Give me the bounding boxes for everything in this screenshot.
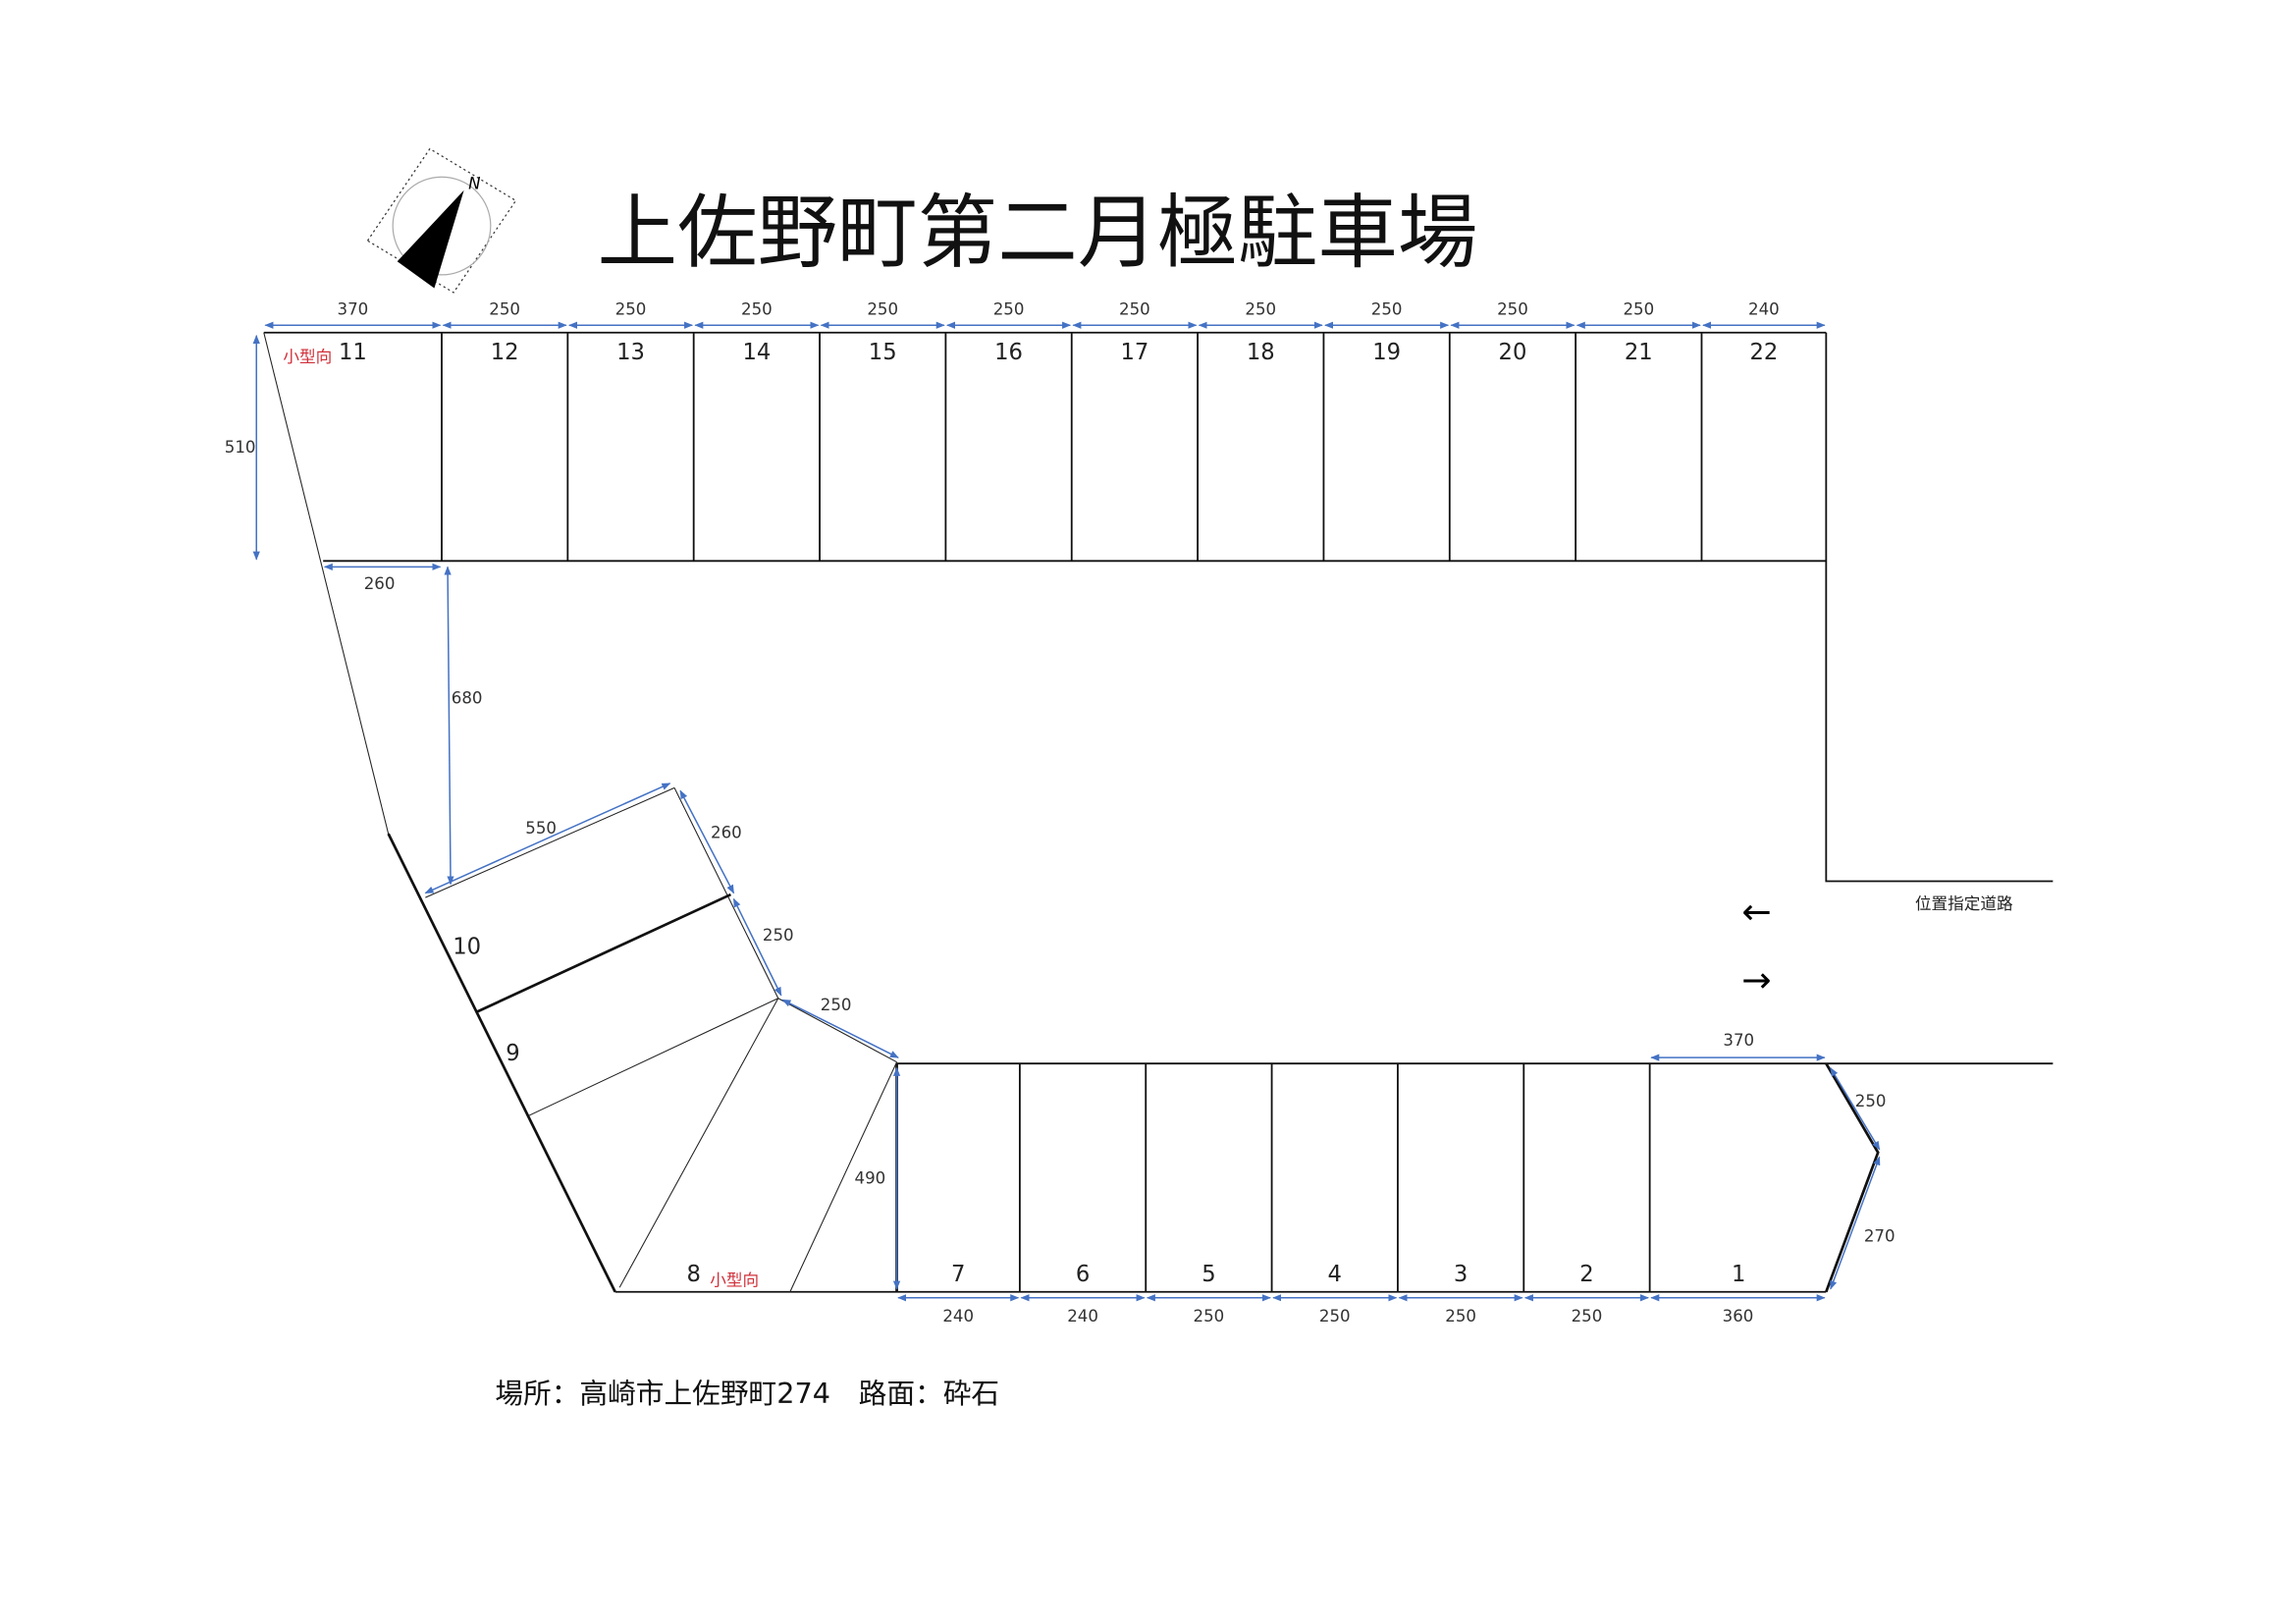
dimension-label: 250 [763,926,794,945]
dimension-arrow [732,897,782,997]
space-number-1: 1 [1732,1262,1745,1287]
small-car-note-8: 小型向 [710,1271,759,1290]
arrow-right-icon: → [1741,959,1771,1001]
space-number-17: 17 [1121,340,1149,365]
dimension-arrow [444,566,454,886]
dimension-label: 240 [1748,300,1780,319]
dimension-label: 550 [525,819,557,838]
dimension-label: 250 [821,996,852,1014]
space-number-10: 10 [453,934,481,959]
north-compass-icon: N [366,147,517,294]
dimension-label: 260 [711,824,742,842]
dimension-label: 510 [225,438,256,457]
space-number-8: 8 [686,1262,700,1287]
space-number-16: 16 [994,340,1023,365]
space-number-5: 5 [1201,1262,1215,1287]
dimension-label: 360 [1723,1307,1754,1325]
dimension-label: 250 [741,300,773,319]
dimension-arrow [1830,1066,1881,1151]
space-number-6: 6 [1076,1262,1090,1287]
dimension-label: 260 [364,574,396,593]
dimension-label: 250 [1497,300,1528,319]
dimension-label: 250 [1119,300,1150,319]
dimension-label: 680 [452,688,483,707]
space-labels: 370 250 250 250 250 250 250 250 250 250 250 240 240 2… [225,300,1896,1325]
dimension-label: 270 [1864,1226,1896,1245]
space-number-22: 22 [1750,340,1779,365]
space-number-11: 11 [339,340,367,365]
dimension-label: 250 [1371,300,1403,319]
dimension-label: 370 [338,300,369,319]
space-number-20: 20 [1499,340,1527,365]
dimension-label: 240 [942,1307,974,1325]
space-number-12: 12 [491,340,519,365]
space-number-19: 19 [1372,340,1401,365]
dimension-label: 490 [855,1169,886,1188]
space-number-18: 18 [1247,340,1275,365]
dimension-label: 250 [489,300,520,319]
dimension-label: 250 [867,300,898,319]
dimension-label: 240 [1067,1307,1098,1325]
dimension-arrow [1830,1156,1881,1290]
page-title: 上佐野町第二月極駐車場 [598,187,1478,280]
dimension-arrow [781,999,899,1058]
space-number-15: 15 [869,340,897,365]
space-number-9: 9 [506,1041,519,1066]
footer-info: 場所：高崎市上佐野町274 路面：砕石 [495,1377,999,1410]
road-label: 位置指定道路 [1915,894,2013,913]
dimension-label: 370 [1723,1031,1754,1050]
space-number-14: 14 [742,340,771,365]
dimension-label: 250 [1623,300,1654,319]
space-number-7: 7 [951,1262,965,1287]
compass-north-label: N [468,174,480,192]
space-number-3: 3 [1454,1262,1468,1287]
dimension-label: 250 [615,300,647,319]
arrow-left-icon: ← [1741,891,1771,933]
dimension-label: 250 [1319,1307,1351,1325]
dimension-arrow [679,789,735,894]
dimension-label: 250 [1194,1307,1225,1325]
dimension-label: 250 [1245,300,1276,319]
dimension-label: 250 [1572,1307,1603,1325]
dimension-label: 250 [1855,1092,1887,1110]
small-car-note-11: 小型向 [283,348,332,366]
dimension-label: 250 [1445,1307,1476,1325]
dimension-lines [252,321,1881,1302]
dimension-arrow [424,783,671,894]
dimension-label: 250 [993,300,1025,319]
space-number-4: 4 [1328,1262,1342,1287]
space-number-2: 2 [1579,1262,1593,1287]
space-number-21: 21 [1625,340,1653,365]
lot-outline [263,331,2054,1293]
space-dividers [441,332,1703,1292]
space-number-13: 13 [616,340,645,365]
